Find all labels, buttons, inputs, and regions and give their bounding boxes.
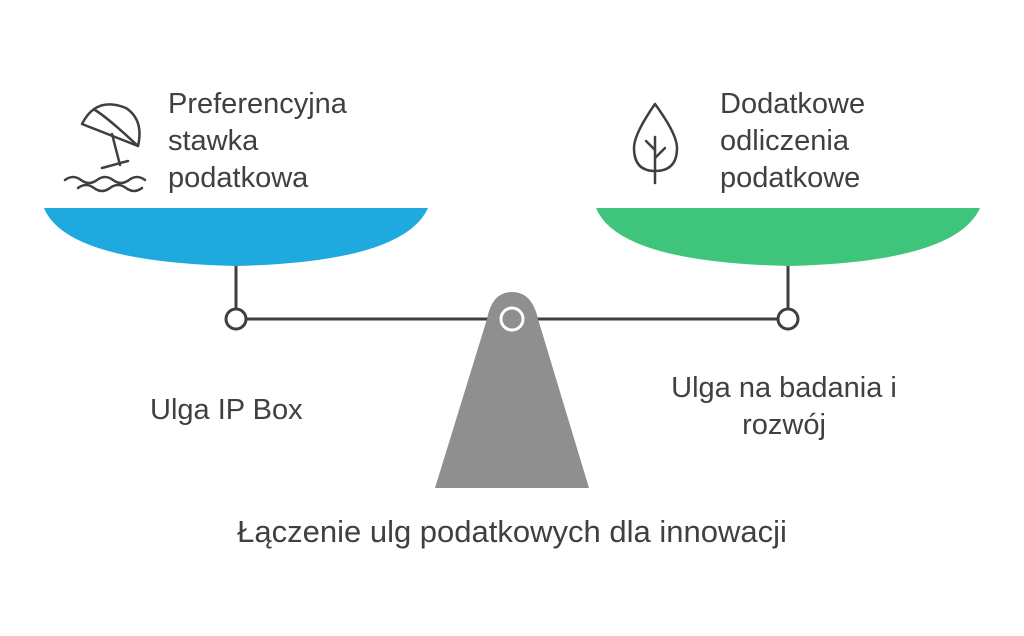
beach-umbrella-icon	[63, 103, 147, 193]
right-caption: Ulga na badania i rozwój	[671, 372, 897, 441]
left-scale-pan	[44, 208, 428, 266]
scale-fulcrum	[435, 292, 589, 488]
left-pan-title: Preferencyjna stawka podatkowa	[168, 88, 347, 194]
diagram-caption: Łączenie ulg podatkowych dla innowacji	[237, 514, 787, 549]
scale-beam	[224, 266, 800, 331]
left-caption: Ulga IP Box	[150, 394, 303, 426]
right-scale-pan	[596, 208, 980, 266]
tree-icon	[632, 102, 679, 185]
right-pan-title: Dodatkowe odliczenia podatkowe	[720, 88, 866, 194]
pivot-ring	[499, 306, 525, 332]
